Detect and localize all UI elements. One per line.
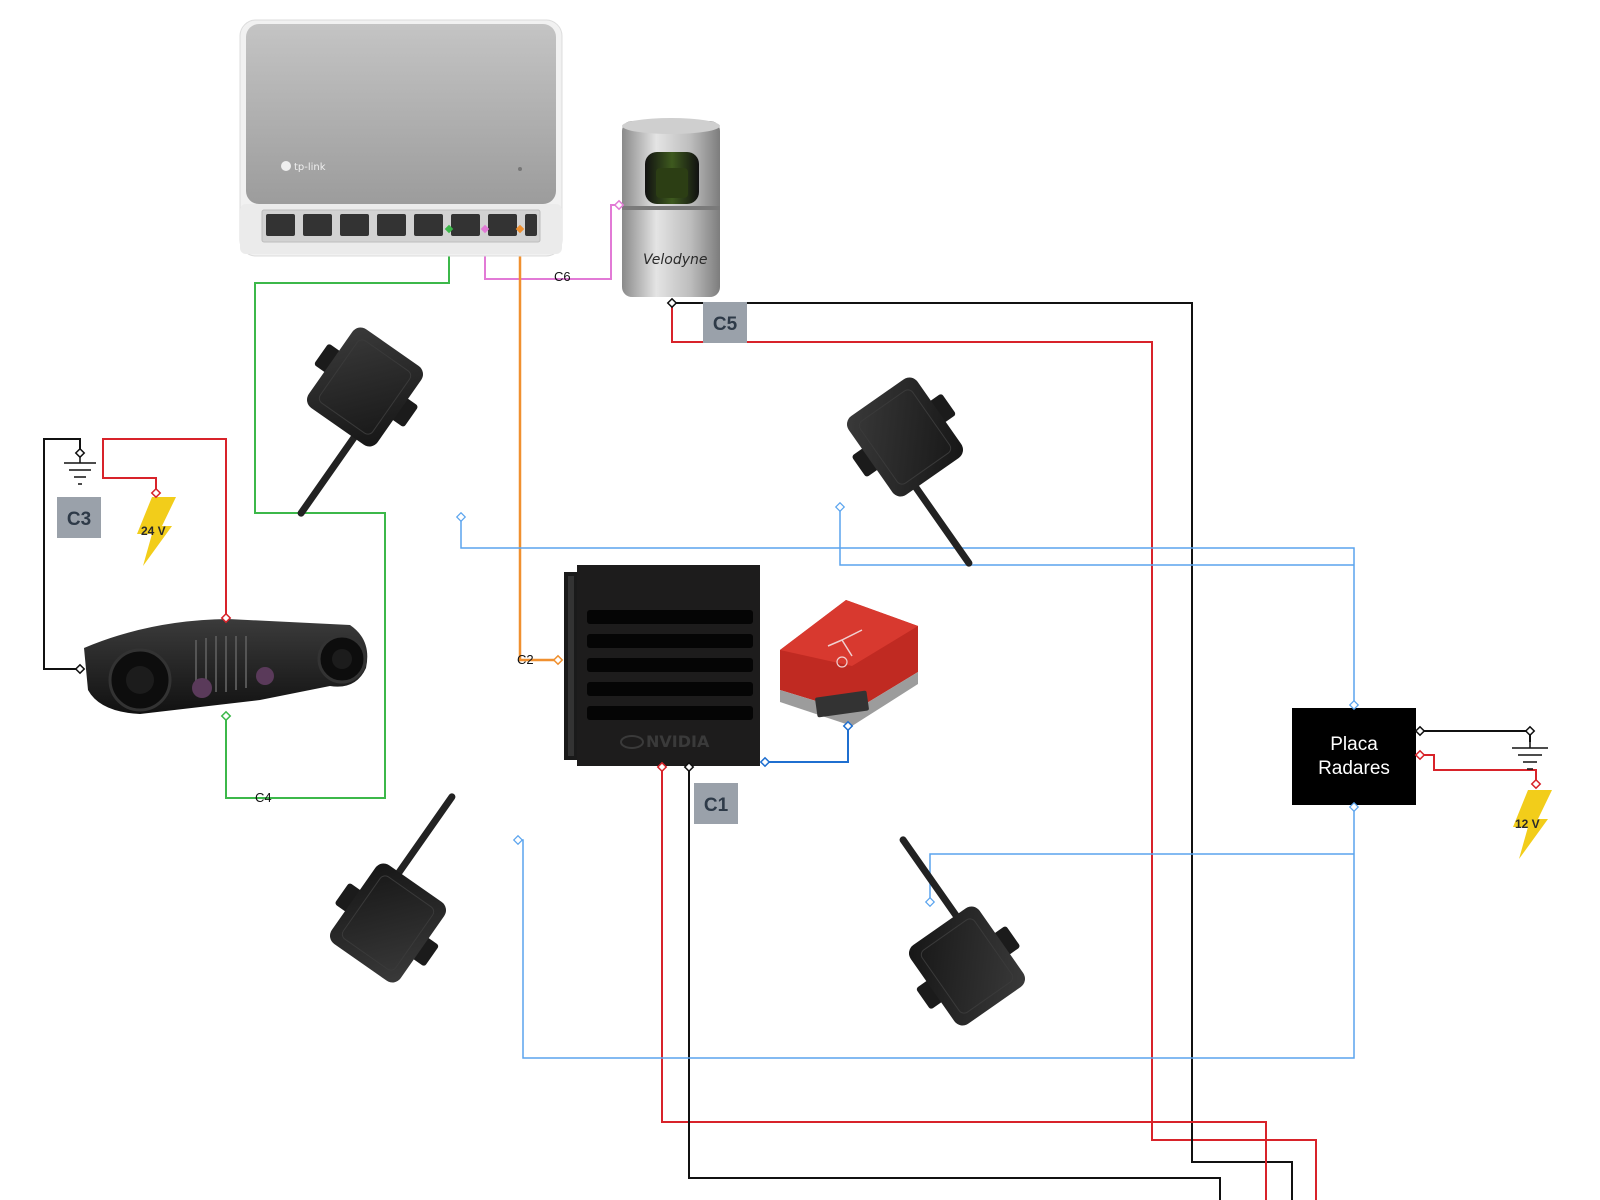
can-wire-radar-top-left [460, 517, 1355, 705]
lidar-power-wire [671, 305, 1317, 1200]
nvidia-logo-icon [620, 735, 644, 749]
imu-usb-cable [765, 726, 849, 763]
radar-board-label-line1: Placa [1330, 734, 1378, 755]
cable-tag-c1-text: C1 [704, 795, 729, 816]
cable-tag-c1: C1 [694, 783, 738, 824]
wires [43, 204, 1537, 1200]
radar-bottom-right [899, 836, 1026, 1026]
tp-link-logo-icon [281, 161, 291, 171]
power-supply-12v: 12 V [1513, 790, 1552, 859]
ethernet-cable-c2 [518, 229, 558, 662]
radar-top-left [297, 327, 424, 517]
radar-board-ground-wire [1420, 730, 1531, 742]
cable-tag-c5: C5 [703, 302, 747, 343]
can-wire-radar-bottom-right [929, 853, 1354, 902]
cable-label-c4: C4 [255, 790, 272, 805]
cable-tag-c3: C3 [57, 497, 101, 538]
radar-board: Placa Radares [1292, 708, 1416, 805]
ground-symbol-icon [64, 455, 96, 485]
ethernet-cable-c6 [484, 204, 619, 280]
camera-power-wire [102, 438, 227, 618]
cable-tag-c5-text: C5 [713, 314, 738, 335]
camera-ground-wire [43, 438, 81, 670]
cable-label-c2: C2 [517, 652, 534, 667]
power-12v-label: 12 V [1515, 817, 1540, 831]
computer-ground-wire [688, 767, 1221, 1200]
switch-brand-label: tp-link [294, 162, 326, 173]
imu-gnss-unit [780, 600, 918, 726]
radar-board-label-line2: Radares [1318, 758, 1390, 779]
computer-brand-label: NVIDIA [646, 732, 710, 751]
velodyne-lidar: Velodyne [622, 118, 720, 297]
radar-board-power-wire [1420, 754, 1537, 786]
lightning-bolt-icon [1513, 790, 1552, 859]
lightning-bolt-icon [137, 497, 176, 566]
power-led-icon [518, 167, 522, 171]
imu-axis-icon [827, 629, 863, 657]
power-supply-24v: 24 V [137, 497, 176, 566]
ethernet-cable-c4 [225, 229, 450, 799]
connector-dots [74, 199, 1542, 908]
cable-tag-c3-text: C3 [67, 509, 91, 530]
power-24v-label: 24 V [141, 524, 166, 538]
can-wire-radar-top-right [839, 507, 1354, 566]
stereo-camera [84, 619, 368, 714]
nvidia-computer: NVIDIA [564, 565, 760, 766]
lidar-ground-wire [672, 302, 1293, 1200]
lidar-brand-label: Velodyne [643, 252, 707, 268]
radar-top-right [846, 377, 973, 567]
switch-ports [266, 214, 537, 236]
radar-bottom-left [329, 793, 456, 983]
ground-symbol-icon [1512, 742, 1548, 770]
computer-power-wire [661, 767, 1267, 1200]
network-switch: tp-link [239, 19, 563, 257]
cable-label-c6: C6 [554, 269, 571, 284]
